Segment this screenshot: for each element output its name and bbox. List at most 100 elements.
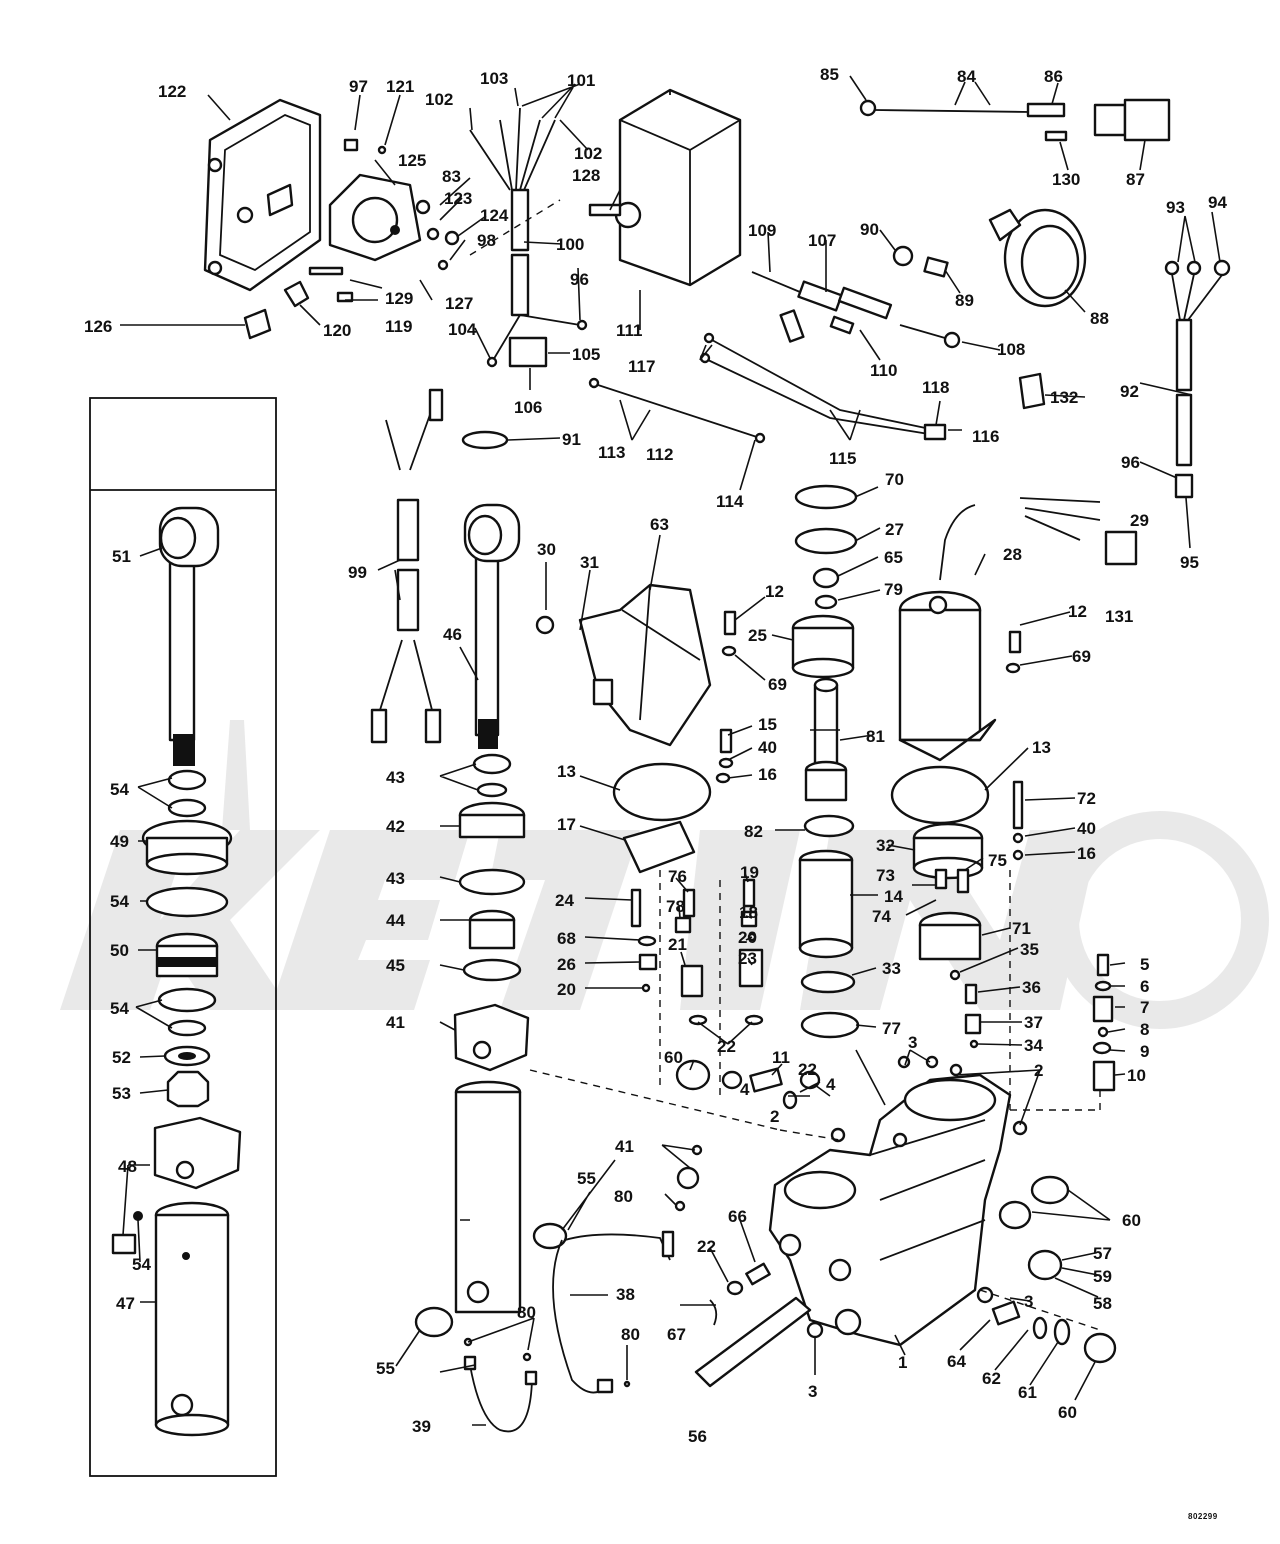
callout-132: 132 <box>1050 388 1078 407</box>
callout-52: 52 <box>112 1048 131 1067</box>
callout-24: 24 <box>555 891 574 910</box>
callout-119: 119 <box>385 317 412 336</box>
callout-60b: 60 <box>1122 1211 1141 1230</box>
callout-3c: 3 <box>1024 1292 1033 1311</box>
callout-30: 30 <box>537 540 556 559</box>
callout-61: 61 <box>1018 1383 1037 1402</box>
callout-120: 120 <box>323 321 351 340</box>
callout-127: 127 <box>445 294 473 313</box>
callout-102b: 102 <box>574 144 602 163</box>
callout-94: 94 <box>1208 193 1227 212</box>
callout-22b: 22 <box>798 1060 817 1079</box>
callout-79: 79 <box>884 580 903 599</box>
leader-lines <box>120 75 1221 1426</box>
callout-114: 114 <box>716 492 744 511</box>
callout-23: 23 <box>738 949 757 968</box>
callout-115: 115 <box>829 449 856 468</box>
callout-16b: 16 <box>1077 844 1096 863</box>
manifold-body-1 <box>768 1055 1028 1347</box>
callout-80b: 80 <box>517 1303 536 1322</box>
callout-107: 107 <box>808 231 836 250</box>
callout-69b: 69 <box>1072 647 1091 666</box>
callout-36: 36 <box>1022 978 1041 997</box>
callout-65: 65 <box>884 548 903 567</box>
callout-77: 77 <box>882 1019 901 1038</box>
callout-73: 73 <box>876 866 895 885</box>
plugs-60 <box>806 1175 1117 1364</box>
callout-46: 46 <box>443 625 462 644</box>
callout-78: 78 <box>666 897 685 916</box>
callout-64: 64 <box>947 1352 966 1371</box>
callout-123: 123 <box>444 189 472 208</box>
harness-92 <box>1018 259 1231 499</box>
callout-11: 11 <box>772 1048 790 1067</box>
callout-32: 32 <box>876 836 895 855</box>
callout-116: 116 <box>972 427 999 446</box>
callout-21: 21 <box>668 935 687 954</box>
battery-cable-84 <box>859 98 1171 142</box>
callout-69a: 69 <box>768 675 787 694</box>
callout-75: 75 <box>988 851 1007 870</box>
callout-33: 33 <box>882 959 901 978</box>
callout-125: 125 <box>398 151 426 170</box>
callout-43a: 43 <box>386 768 405 787</box>
callout-129: 129 <box>385 289 413 308</box>
callout-3a: 3 <box>908 1033 917 1052</box>
callout-54c: 54 <box>110 999 129 1018</box>
callout-29: 29 <box>1130 511 1149 530</box>
callout-84: 84 <box>957 67 976 86</box>
callout-60c: 60 <box>1058 1403 1077 1422</box>
callout-112: 112 <box>646 445 673 464</box>
callout-122: 122 <box>158 82 186 101</box>
callout-13a: 13 <box>557 762 576 781</box>
callout-108: 108 <box>997 340 1025 359</box>
motor-cover-63 <box>535 583 821 1110</box>
callout-22a: 22 <box>717 1037 736 1056</box>
callout-57: 57 <box>1093 1244 1112 1263</box>
callout-92: 92 <box>1120 382 1139 401</box>
inset-panel <box>89 397 277 1477</box>
callout-27: 27 <box>885 520 904 539</box>
trim-relay-enclosure <box>203 98 460 340</box>
callout-15: 15 <box>758 715 777 734</box>
callout-96b: 96 <box>1121 453 1140 472</box>
callout-6: 6 <box>1140 977 1149 996</box>
callout-62: 62 <box>982 1369 1001 1388</box>
callout-2b: 2 <box>1034 1061 1043 1080</box>
callout-25: 25 <box>748 626 767 645</box>
callout-89: 89 <box>955 291 974 310</box>
callout-88: 88 <box>1090 309 1109 328</box>
callout-67: 67 <box>667 1325 686 1344</box>
callout-labels: 122 97 121 125 83 123 124 98 129 127 119… <box>84 65 1227 1521</box>
callout-72: 72 <box>1077 789 1096 808</box>
pump-stack <box>791 484 860 1039</box>
callout-68: 68 <box>557 929 576 948</box>
callout-124: 124 <box>480 206 509 225</box>
callout-117: 117 <box>628 357 655 376</box>
sender-107 <box>751 208 1087 349</box>
callout-12b: 12 <box>1068 602 1087 621</box>
callout-80c: 80 <box>621 1325 640 1344</box>
callout-14: 14 <box>884 887 903 906</box>
callout-48: 48 <box>118 1157 137 1176</box>
callout-40b: 40 <box>1077 819 1096 838</box>
callout-102a: 102 <box>425 90 453 109</box>
callout-28: 28 <box>1003 545 1022 564</box>
component-box-111 <box>588 88 742 287</box>
callout-83: 83 <box>442 167 461 186</box>
callout-40a: 40 <box>758 738 777 757</box>
callout-22c: 22 <box>697 1237 716 1256</box>
callout-63: 63 <box>650 515 669 534</box>
cable-112 <box>588 332 947 444</box>
callout-87: 87 <box>1126 170 1145 189</box>
callout-85: 85 <box>820 65 839 84</box>
callout-31: 31 <box>580 553 599 572</box>
callout-76: 76 <box>668 867 687 886</box>
callout-13b: 13 <box>1032 738 1051 757</box>
callout-9: 9 <box>1140 1042 1149 1061</box>
callout-60a: 60 <box>664 1048 683 1067</box>
callout-8: 8 <box>1140 1020 1149 1039</box>
harness-99 <box>370 388 509 744</box>
callout-1: 1 <box>898 1353 907 1372</box>
callout-131: 131 <box>1105 607 1133 626</box>
